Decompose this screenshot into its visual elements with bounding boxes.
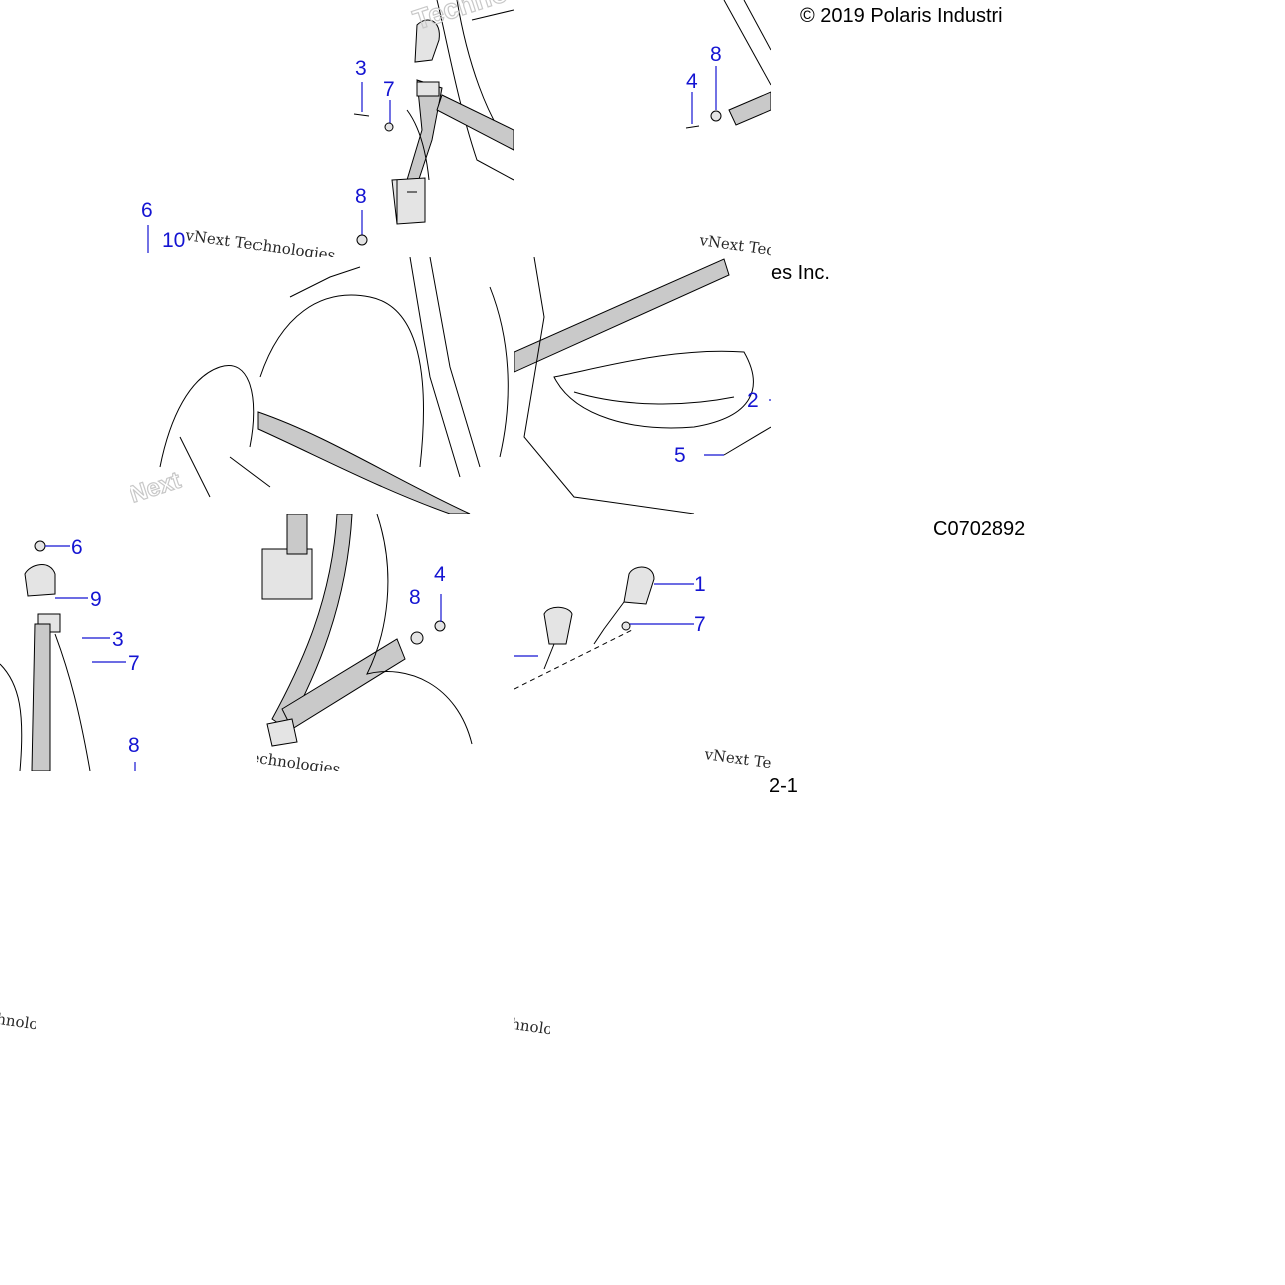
watermark-large: vNext xyxy=(130,467,184,513)
callout-10: 10 xyxy=(162,229,185,252)
tile-seat-belt-lower: 8 4 vNext Technologies xyxy=(257,514,514,771)
lap-belt-end xyxy=(728,91,771,126)
belt-guide xyxy=(416,81,440,97)
d-ring-anchor xyxy=(414,19,440,63)
callout-6: 6 xyxy=(71,536,83,559)
shoulder-belt-mid xyxy=(257,411,471,514)
callout-7: 7 xyxy=(694,613,706,636)
callout-7: 7 xyxy=(128,652,140,675)
copyright-text: © 2019 Polaris Industri xyxy=(800,5,1003,27)
callout-6: 6 xyxy=(141,199,153,222)
svg-text:Technologies: Technologies xyxy=(514,1011,550,1035)
tile-retractor-lower: 6 9 3 7 8 xyxy=(0,514,257,771)
callout-5: 5 xyxy=(674,444,686,467)
callout-4: 4 xyxy=(434,563,446,586)
retractor-anchor xyxy=(24,564,56,597)
buckle-2 xyxy=(543,606,573,645)
watermark-small: vNext Technologies xyxy=(257,226,337,257)
svg-text:Technologies: Technologies xyxy=(0,1006,36,1030)
watermark-fragment: Technologies xyxy=(0,970,36,1030)
callout-8: 8 xyxy=(355,185,367,208)
callout-9: 9 xyxy=(90,588,102,611)
watermark-small: vNext Technologies xyxy=(257,740,342,771)
callout-4: 4 xyxy=(686,70,698,93)
lap-belt-upper xyxy=(514,258,730,373)
retractor-box xyxy=(261,548,313,600)
tile-fastener-left: 6 10 vNext Technologies xyxy=(130,195,257,257)
latch-plate xyxy=(266,718,298,747)
copyright-tail-text: es Inc. xyxy=(771,262,830,284)
diagram-code: C0702892 xyxy=(933,518,1026,540)
callout-8: 8 xyxy=(409,586,421,609)
watermark-small: vNext Technologies xyxy=(183,226,257,257)
watermark-large: Technologies xyxy=(409,0,514,36)
page-number: 2-1 xyxy=(769,775,798,797)
callout-1: 1 xyxy=(694,573,706,596)
tile-buckles: 1 7 vNext Technologies xyxy=(514,514,771,771)
retractor-drawing: 3 7 8 Technologies vNext Technologies xyxy=(257,0,514,257)
buckle-1 xyxy=(623,566,655,605)
callout-3: 3 xyxy=(355,57,367,80)
tile-rear-anchor: 4 8 vNext Technologies xyxy=(514,0,771,257)
watermark-fragment: Technologies xyxy=(514,975,550,1035)
retractor-housing xyxy=(391,177,426,225)
callout-8: 8 xyxy=(128,734,140,757)
shoulder-belt-lower xyxy=(31,623,51,771)
tile-seat-left: vNext xyxy=(130,257,514,514)
watermark-small: vNext Technologies xyxy=(702,745,771,771)
callout-8: 8 xyxy=(710,43,722,66)
callout-3: 3 xyxy=(112,628,124,651)
tile-seat-right: 2 5 xyxy=(514,257,771,514)
tile-retractor-upper: 3 7 8 Technologies vNext Technologies xyxy=(257,0,514,257)
callout-2: 2 xyxy=(747,389,759,412)
watermark-small: vNext Technologies xyxy=(697,231,771,257)
callout-7: 7 xyxy=(383,78,395,101)
